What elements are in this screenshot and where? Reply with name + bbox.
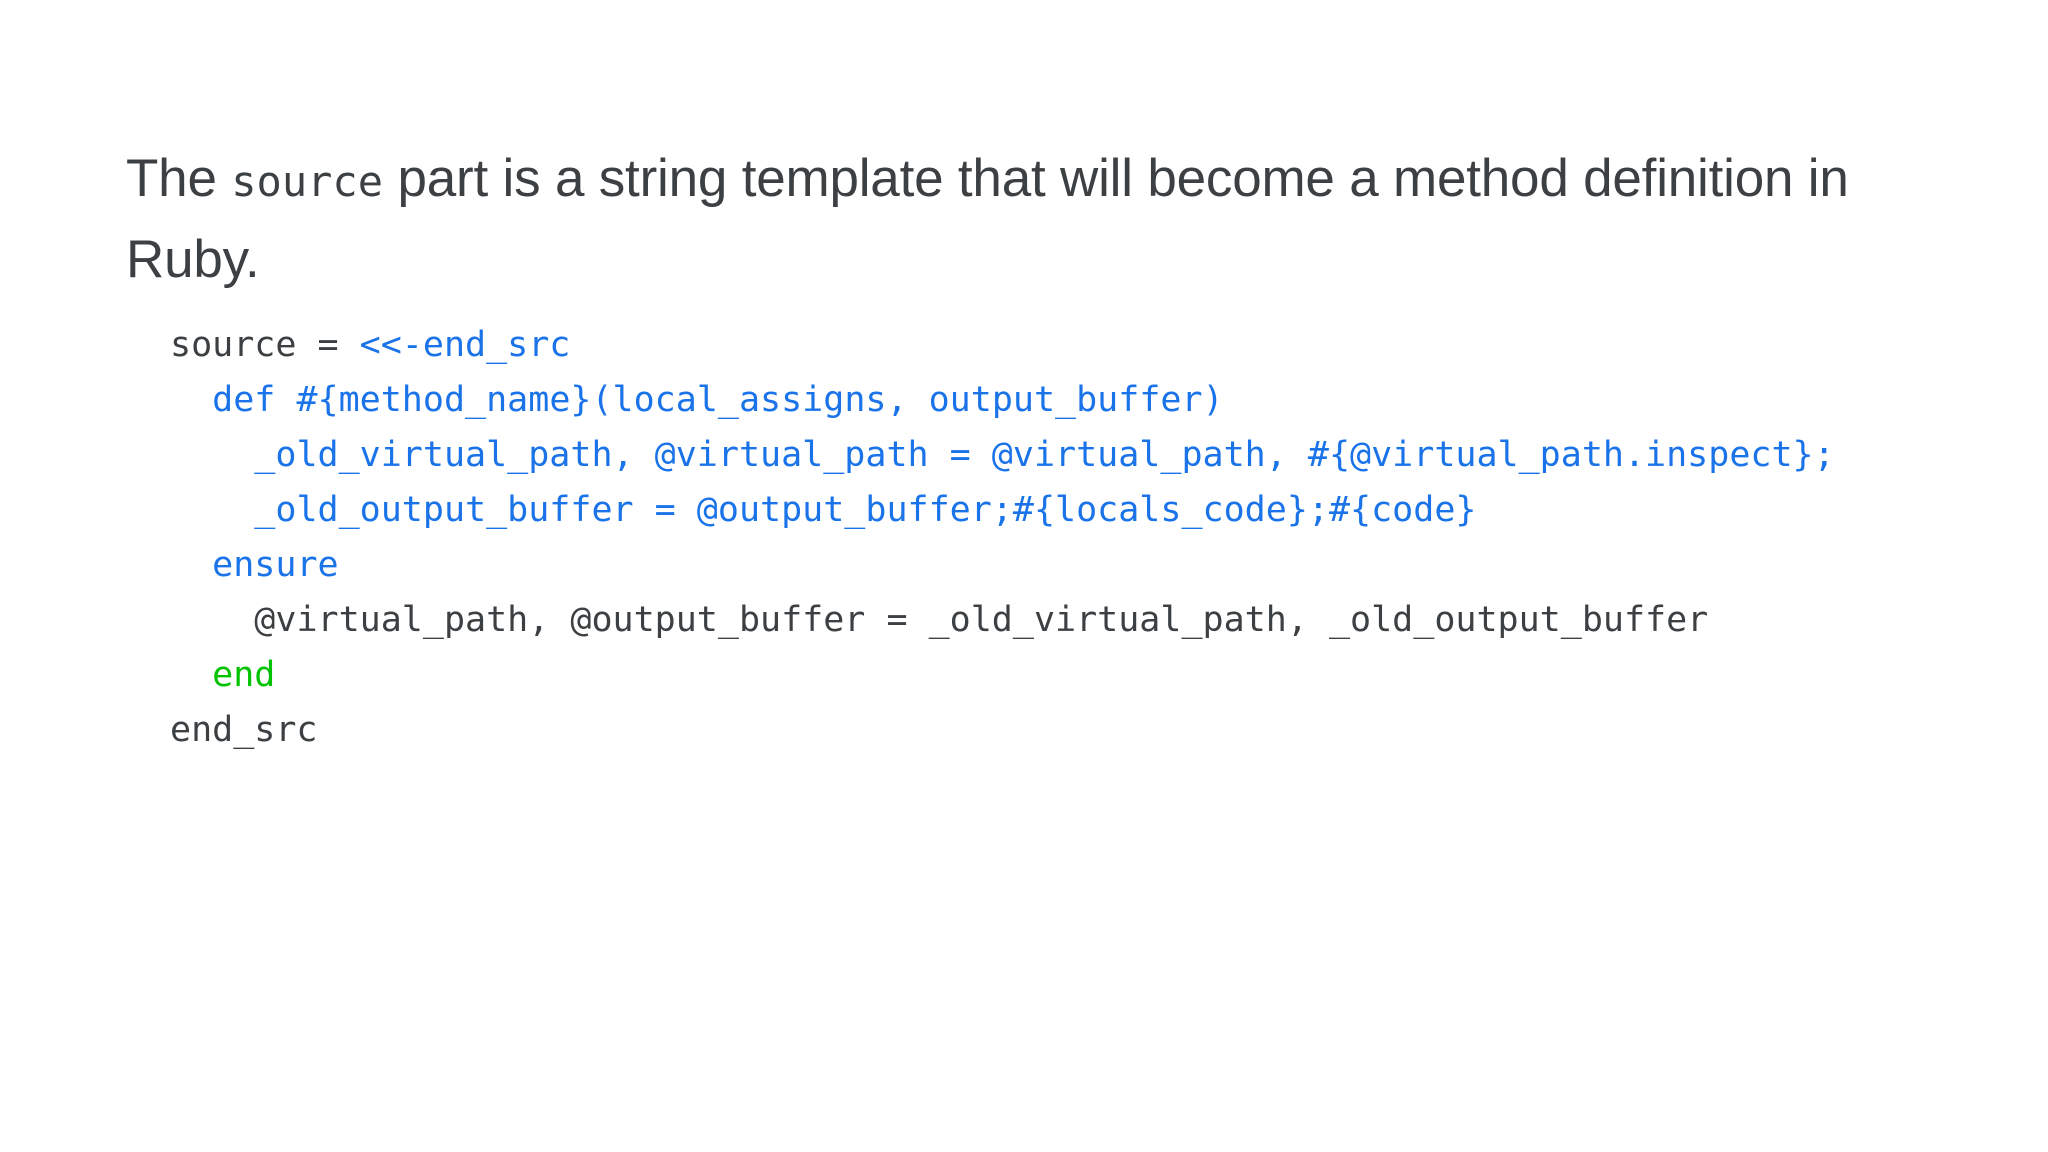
code-token: end_src: [170, 710, 318, 750]
code-block: source = <<-end_src def #{method_name}(l…: [170, 318, 1835, 758]
code-indent: [170, 380, 212, 420]
code-indent: [170, 545, 212, 585]
heading-text-segment-2: part is a string template that will beco…: [126, 148, 1849, 289]
code-indent: [170, 490, 254, 530]
code-line: _old_output_buffer = @output_buffer;#{lo…: [170, 483, 1835, 538]
page-title: The source part is a string template tha…: [126, 140, 1886, 299]
heading-text-segment-0: The: [126, 148, 232, 208]
code-indent: [170, 655, 212, 695]
code-token: _old_output_buffer = @output_buffer;#{lo…: [254, 490, 1477, 530]
code-line: end_src: [170, 703, 1835, 758]
code-indent: [170, 600, 254, 640]
code-token: ensure: [212, 545, 339, 585]
code-line: _old_virtual_path, @virtual_path = @virt…: [170, 428, 1835, 483]
code-token: _old_virtual_path, @virtual_path = @virt…: [254, 435, 1835, 475]
code-line: @virtual_path, @output_buffer = _old_vir…: [170, 593, 1835, 648]
code-token: <<-end_src: [359, 325, 571, 365]
code-token: #{method_name}(local_assigns, output_buf…: [296, 380, 1224, 420]
code-line: source = <<-end_src: [170, 318, 1835, 373]
code-token: def: [212, 380, 297, 420]
code-line: ensure: [170, 538, 1835, 593]
heading-code-term: source: [231, 156, 383, 206]
code-token: @virtual_path, @output_buffer = _old_vir…: [254, 600, 1709, 640]
code-line: end: [170, 648, 1835, 703]
code-line: def #{method_name}(local_assigns, output…: [170, 373, 1835, 428]
code-indent: [170, 435, 254, 475]
code-token: end: [212, 655, 276, 695]
code-token: source =: [170, 325, 360, 365]
